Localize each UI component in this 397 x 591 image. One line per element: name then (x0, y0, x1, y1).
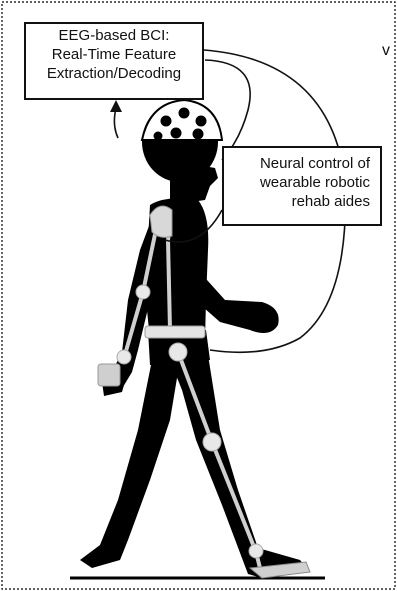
arrow-head (110, 100, 122, 112)
hip-belt (145, 326, 205, 338)
bci-line-1: EEG-based BCI: (26, 26, 202, 45)
shoulder-brace (150, 206, 172, 237)
neural-control-label-box: Neural control of wearable robotic rehab… (222, 146, 382, 226)
bci-line-2: Real-Time Feature (26, 45, 202, 64)
corner-mark: v (382, 42, 390, 60)
neural-line-1: Neural control of (224, 154, 370, 173)
neural-line-3: rehab aides (224, 192, 370, 211)
bci-line-3: Extraction/Decoding (26, 64, 202, 83)
wrist-device (98, 364, 120, 386)
bci-label-box: EEG-based BCI: Real-Time Feature Extract… (24, 22, 204, 100)
neural-line-2: wearable robotic (224, 173, 370, 192)
head-to-bci-line (114, 108, 118, 138)
